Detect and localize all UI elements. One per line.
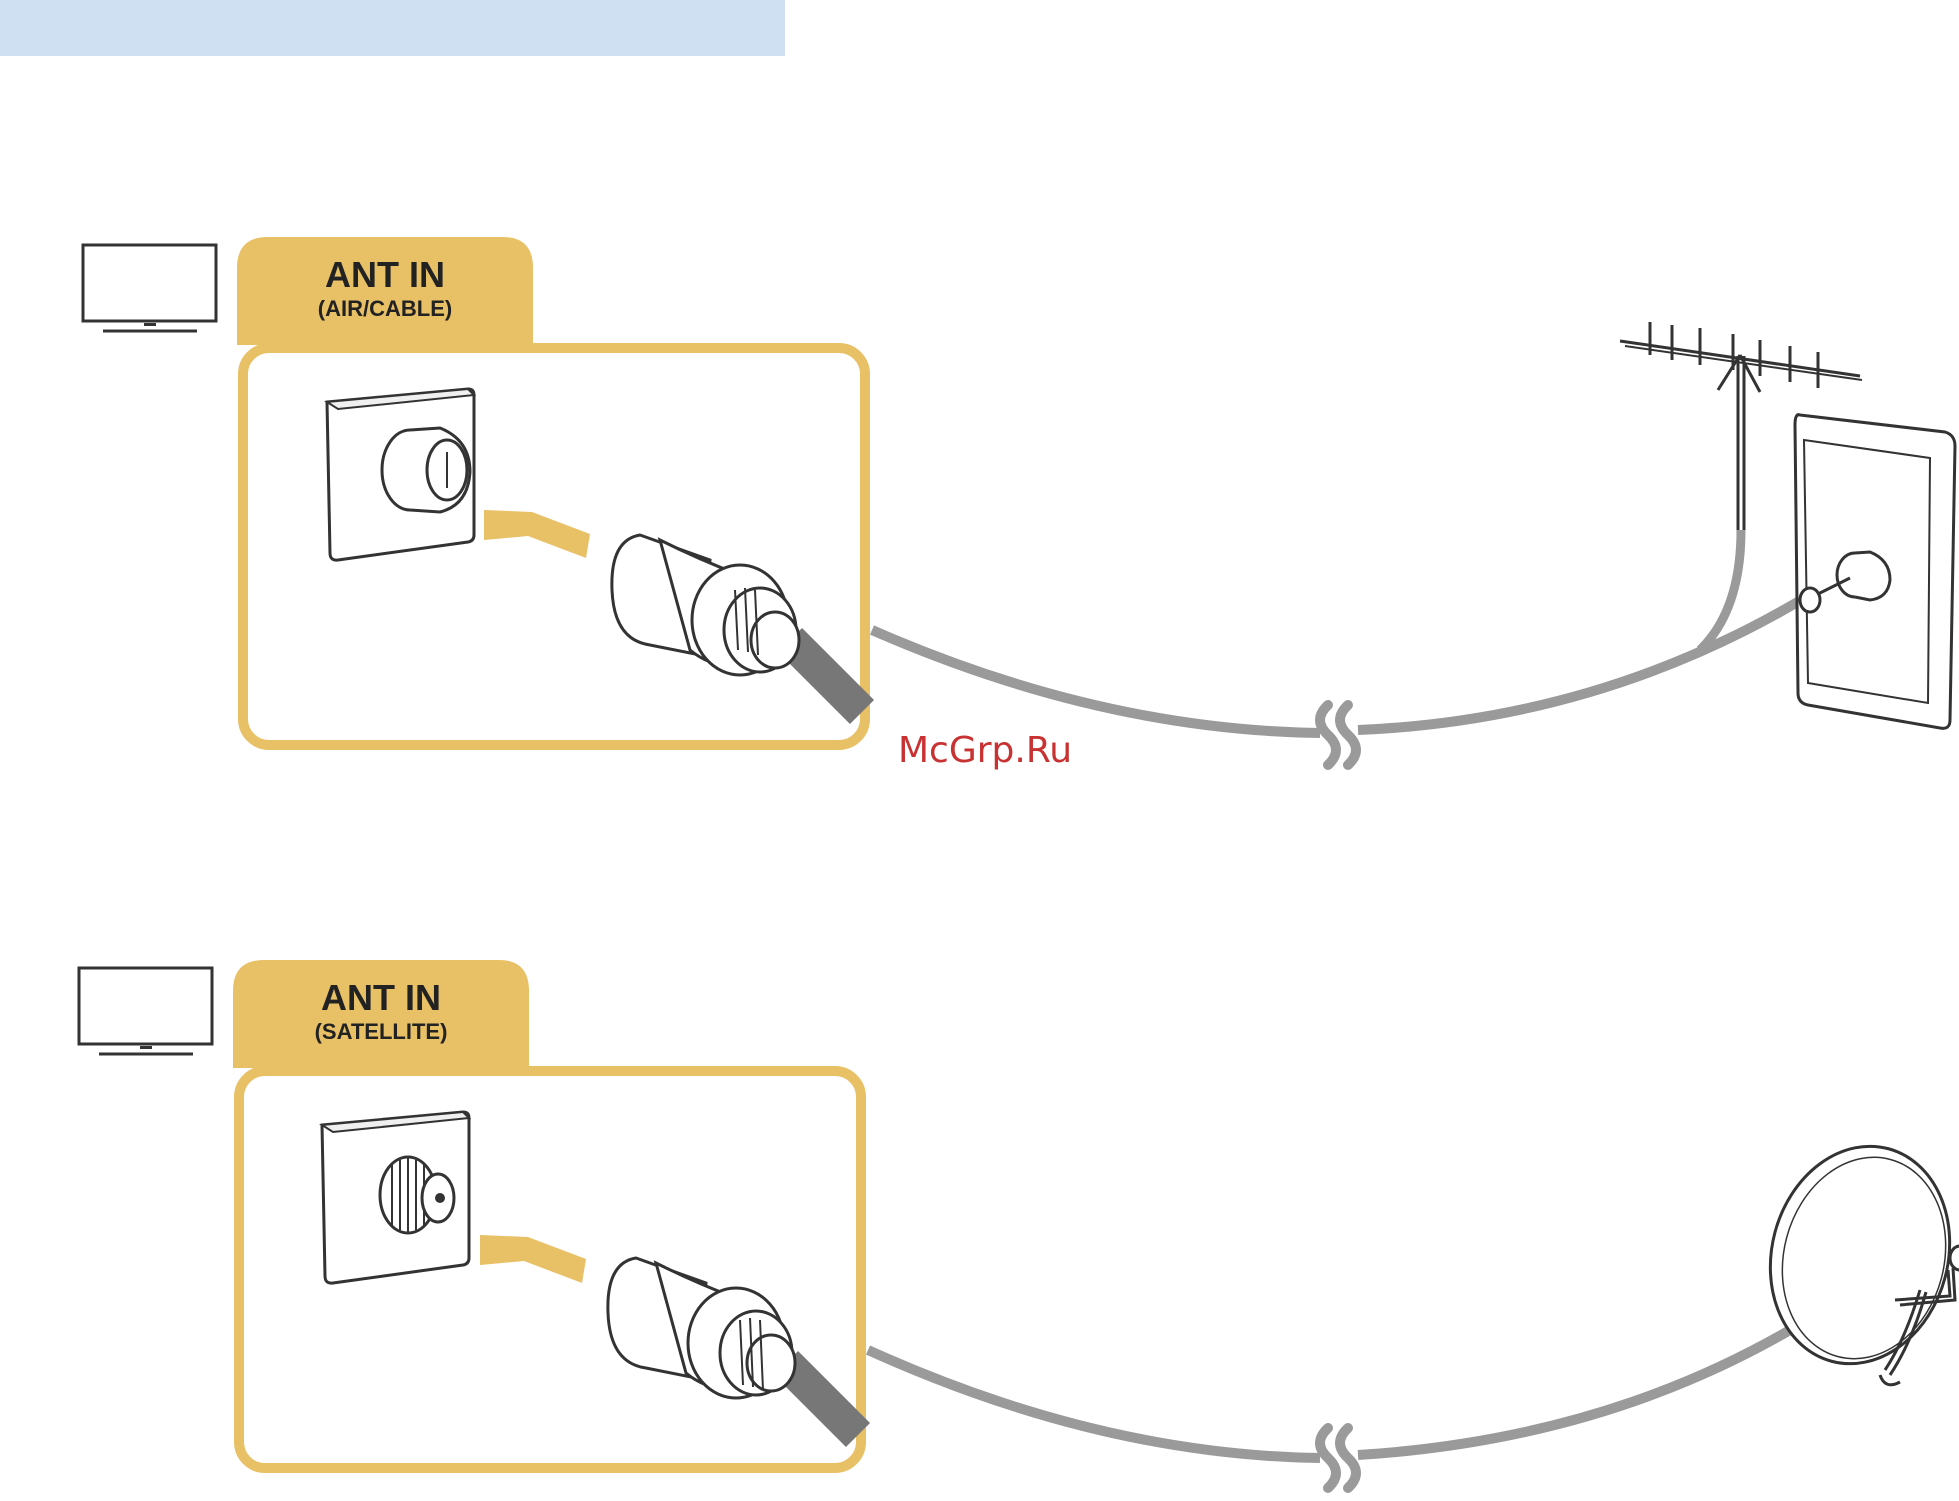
port-subtitle: (AIR/CABLE)	[318, 296, 452, 321]
satellite-dish-icon	[1747, 1126, 1959, 1385]
cable-right	[1358, 597, 1806, 730]
coax-port-icon	[327, 389, 474, 560]
port-subtitle: (SATELLITE)	[315, 1019, 448, 1044]
watermark-text: McGrp.Ru	[898, 730, 1072, 771]
port-title: ANT IN	[325, 254, 445, 295]
panel-air-cable: ANT IN (AIR/CABLE)	[83, 237, 1955, 765]
cable-left	[868, 1350, 1320, 1458]
cable-right	[1358, 1330, 1790, 1455]
cable-break-icon	[1320, 705, 1356, 765]
tv-icon	[83, 245, 216, 331]
tv-icon	[79, 968, 212, 1054]
cable-left	[872, 630, 1320, 733]
cable-break-icon	[1320, 1428, 1356, 1488]
wall-plate-icon	[1795, 415, 1955, 729]
port-title: ANT IN	[321, 977, 441, 1018]
f-connector-port-icon	[322, 1112, 469, 1283]
panel-satellite: ANT IN (SATELLITE)	[79, 960, 1959, 1488]
